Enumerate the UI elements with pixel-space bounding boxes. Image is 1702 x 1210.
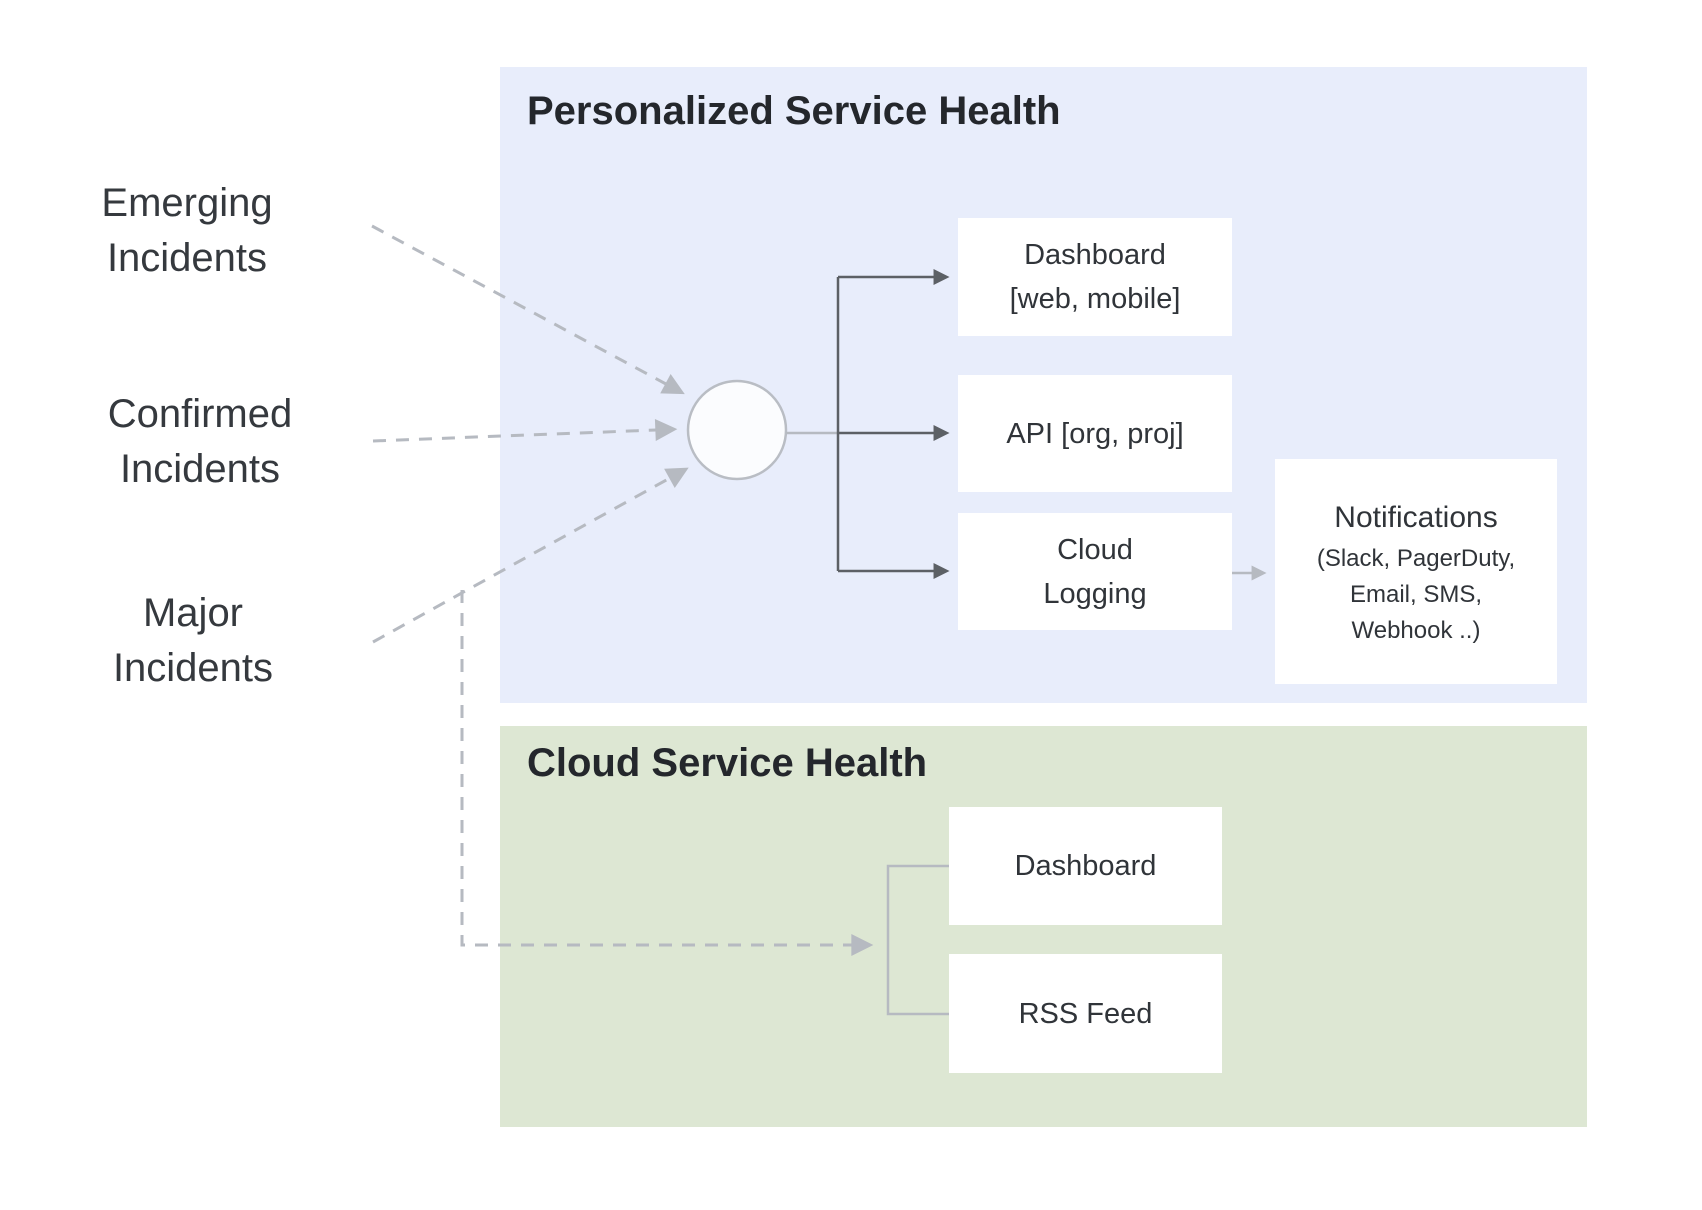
rss-feed-label: RSS Feed: [1018, 997, 1153, 1030]
confirmed-incidents-label: Confirmed Incidents: [30, 387, 370, 497]
arrow-emerging-to-hub: [371, 224, 685, 395]
confirmed-incidents-line1: Confirmed: [107, 392, 293, 436]
cloud-logging-node: Cloud Logging: [958, 513, 1232, 630]
emerging-incidents-line2: Incidents: [106, 236, 268, 280]
cloud-dashboard-label: Dashboard: [1014, 850, 1157, 882]
api-node-label: API [org, proj]: [1006, 417, 1184, 450]
cloud-logging-line1: Cloud: [1057, 533, 1133, 566]
major-incidents-label: Major Incidents: [23, 586, 363, 696]
confirmed-incidents-line2: Incidents: [119, 447, 281, 491]
arrow-major-to-hub: [372, 467, 689, 644]
emerging-incidents-line1: Emerging: [101, 181, 273, 225]
notifications-node: Notifications (Slack, PagerDuty, Email, …: [1275, 459, 1557, 684]
cloud-dashboard-node: Dashboard: [949, 807, 1222, 925]
cloud-panel-bracket: [886, 864, 949, 1016]
dashboard-node-line1: Dashboard: [1024, 239, 1166, 271]
major-incidents-line1: Major: [142, 591, 244, 635]
dashboard-node-line2: [web, mobile]: [1009, 283, 1181, 315]
api-node: API [org, proj]: [958, 375, 1232, 492]
dashboard-web-mobile-node: Dashboard [web, mobile]: [958, 218, 1232, 336]
arrow-major-to-cloud-service-health: [460, 590, 874, 956]
hub-circle: [686, 379, 788, 481]
cloud-logging-line2: Logging: [1043, 577, 1147, 610]
notifications-title: Notifications: [1334, 500, 1498, 534]
emerging-incidents-label: Emerging Incidents: [17, 176, 357, 286]
arrow-confirmed-to-hub: [372, 419, 678, 443]
cloud-panel-title: Cloud Service Health: [527, 741, 928, 785]
notifications-sub1: (Slack, PagerDuty,: [1316, 544, 1516, 572]
major-incidents-line2: Incidents: [112, 646, 274, 690]
personalized-panel-title: Personalized Service Health: [527, 89, 1061, 133]
notifications-sub2: Email, SMS,: [1349, 580, 1483, 608]
rss-feed-node: RSS Feed: [949, 954, 1222, 1073]
notifications-sub3: Webhook ..): [1351, 616, 1481, 644]
